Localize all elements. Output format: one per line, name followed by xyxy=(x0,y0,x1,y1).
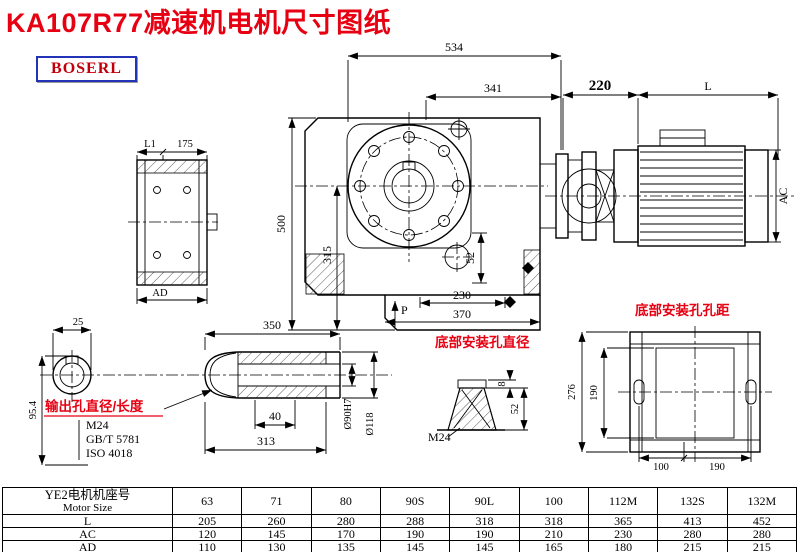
dim-l1: L1 xyxy=(144,139,156,150)
section-marker-diamond xyxy=(504,296,516,308)
table-header-row: YE2电机机座号 Motor Size 63 71 80 90S 90L 100… xyxy=(2,486,798,516)
col-header: 90L xyxy=(449,486,520,516)
dim-220: 220 xyxy=(589,78,612,94)
bottom-mounting-view: 底部安装孔孔距 276 190 xyxy=(567,302,772,473)
header-en: Motor Size xyxy=(62,502,113,515)
table-cell: 413 xyxy=(657,514,728,529)
dim-40: 40 xyxy=(269,409,281,423)
dim-52-hole: 52 xyxy=(510,404,521,415)
dim-370: 370 xyxy=(453,307,471,321)
table-cell: 230 xyxy=(587,527,659,542)
label-iso-4018: ISO 4018 xyxy=(86,446,132,460)
col-header: 100 xyxy=(518,486,589,516)
dim-341: 341 xyxy=(484,81,502,95)
table-cell: 280 xyxy=(310,514,381,529)
label-m24-hole: M24 xyxy=(428,430,451,444)
table-cell: 210 xyxy=(518,527,589,542)
dim-ad: AD xyxy=(152,288,168,299)
motor-side-view xyxy=(539,129,795,247)
col-header: 112M xyxy=(587,486,659,516)
dim-313: 313 xyxy=(257,434,275,448)
table-cell: 205 xyxy=(171,514,243,529)
table-cell: 145 xyxy=(379,540,451,552)
dim-230: 230 xyxy=(453,288,471,302)
dim-190-horizontal: 190 xyxy=(709,462,725,473)
dim-315: 315 xyxy=(320,246,334,264)
dim-100: 100 xyxy=(653,462,669,473)
table-cell: 120 xyxy=(171,527,243,542)
table-cell: 365 xyxy=(587,514,659,529)
table-row-l: L 205 260 280 288 318 318 365 413 452 xyxy=(2,514,798,529)
dim-276: 276 xyxy=(567,384,578,400)
dim-534: 534 xyxy=(445,40,463,54)
table-cell: 130 xyxy=(241,540,312,552)
table-cell: 280 xyxy=(657,527,728,542)
row-label: L xyxy=(2,514,173,529)
table-cell: 318 xyxy=(449,514,520,529)
brand-logo: BOSERL xyxy=(36,56,137,82)
table-cell: 215 xyxy=(726,540,798,552)
col-header: 132M xyxy=(726,486,798,516)
output-shaft-view: 350 40 313 Ø90 xyxy=(204,318,378,454)
output-shaft-labels: 输出孔直径/长度 M24 GB/T 5781 ISO 4018 xyxy=(44,389,213,460)
gearbox-side-small-view: L1 175 AD xyxy=(128,139,218,304)
table-cell: 165 xyxy=(518,540,589,552)
dim-d118: Ø118 xyxy=(365,413,376,436)
table-corner-cell: YE2电机机座号 Motor Size xyxy=(2,486,173,516)
table-cell: 318 xyxy=(518,514,589,529)
motor-size-table: YE2电机机座号 Motor Size 63 71 80 90S 90L 100… xyxy=(2,486,798,552)
dim-175: 175 xyxy=(177,139,193,150)
label-gbt-5781: GB/T 5781 xyxy=(86,432,140,446)
bottom-hole-dia-label: 底部安装孔直径 xyxy=(435,334,530,350)
table-cell: 215 xyxy=(657,540,728,552)
table-row-ac: AC 120 145 170 190 190 210 230 280 280 xyxy=(2,527,798,542)
table-cell: 280 xyxy=(726,527,798,542)
page-title: KA107R77减速机电机尺寸图纸 xyxy=(6,8,392,38)
output-bore-section: 25 95.4 xyxy=(28,317,92,466)
label-p: P xyxy=(401,303,408,317)
table-cell: 110 xyxy=(171,540,243,552)
col-header: 71 xyxy=(241,486,312,516)
dim-ac: AC xyxy=(776,188,790,205)
gearbox-front-view xyxy=(295,112,548,331)
table-cell: 170 xyxy=(310,527,381,542)
table-cell: 260 xyxy=(241,514,312,529)
table-cell: 288 xyxy=(379,514,451,529)
dim-190-vertical: 190 xyxy=(589,385,600,401)
col-header: 63 xyxy=(171,486,243,516)
row-label: AC xyxy=(2,527,173,542)
section-marker-diamond xyxy=(522,262,534,274)
technical-drawing: 534 341 500 315 52 230 370 xyxy=(28,40,795,473)
bottom-hole-pitch-label: 底部安装孔孔距 xyxy=(635,302,730,318)
table-cell: 135 xyxy=(310,540,381,552)
table-cell: 145 xyxy=(241,527,312,542)
col-header: 90S xyxy=(379,486,451,516)
gearbox-dimensions: 534 341 500 315 52 230 370 xyxy=(274,40,562,331)
dim-350: 350 xyxy=(263,318,281,332)
col-header: 80 xyxy=(310,486,381,516)
output-bore-label: 输出孔直径/长度 xyxy=(45,398,144,414)
label-m24: M24 xyxy=(86,418,109,432)
col-header: 132S xyxy=(657,486,728,516)
dim-52: 52 xyxy=(463,252,477,264)
dim-d90h7: Ø90H7 xyxy=(343,399,354,430)
motor-dimensions: 220 L AC xyxy=(562,78,790,243)
table-cell: 190 xyxy=(449,527,520,542)
row-label: AD xyxy=(2,540,173,552)
table-cell: 145 xyxy=(449,540,520,552)
dim-l: L xyxy=(704,79,711,93)
header-cn: YE2电机机座号 xyxy=(44,488,131,502)
table-row-ad: AD 110 130 135 145 145 165 180 215 215 xyxy=(2,540,798,552)
dim-95-4: 95.4 xyxy=(28,400,39,419)
bottom-hole-detail: 底部安装孔直径 8 52 M24 xyxy=(428,334,530,444)
table-cell: 452 xyxy=(726,514,798,529)
table-cell: 190 xyxy=(379,527,451,542)
table-cell: 180 xyxy=(587,540,659,552)
dim-25: 25 xyxy=(73,317,84,328)
dim-500: 500 xyxy=(274,215,288,233)
dim-8: 8 xyxy=(497,381,508,386)
